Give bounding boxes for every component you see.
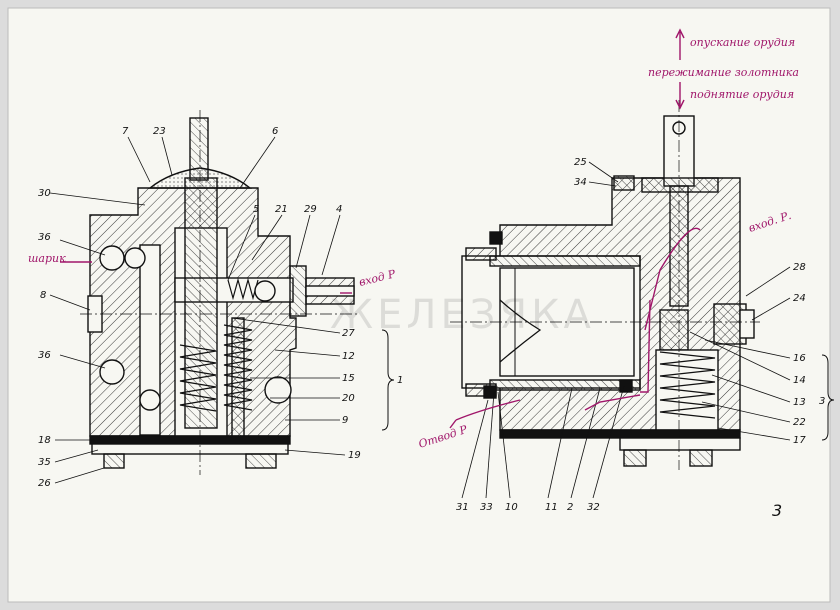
callout: 11 [545, 502, 558, 513]
callout: 17 [793, 435, 806, 446]
callout: 10 [505, 502, 518, 513]
left-section-view [80, 110, 360, 475]
callout: 32 [587, 502, 600, 513]
callout: 22 [793, 417, 806, 428]
callout: 20 [342, 393, 355, 404]
callout: 35 [38, 457, 51, 468]
callout: 13 [793, 397, 806, 408]
callout: 30 [38, 188, 51, 199]
callout: 14 [793, 375, 806, 386]
note-balls: шарик [28, 252, 66, 265]
callout: 16 [793, 353, 806, 364]
callout: 8 [40, 290, 46, 301]
callout: 26 [38, 478, 51, 489]
callout: 5 [253, 204, 259, 215]
watermark: ЖЕЛЕЗЯКА [330, 292, 595, 338]
callout: 29 [304, 204, 317, 215]
callout: 21 [275, 204, 288, 215]
callout: 4 [336, 204, 342, 215]
callout: 19 [348, 450, 361, 461]
callout: 9 [342, 415, 348, 426]
right-section-view [450, 100, 760, 470]
callout: 2 [567, 502, 573, 513]
callout: 15 [342, 373, 355, 384]
left-callouts: 7 23 6 30 5 21 29 4 36 8 36 27 12 15 20 … [38, 126, 403, 489]
callout: 7 [122, 126, 129, 137]
callout: 3 [819, 396, 825, 407]
callout: 28 [793, 262, 806, 273]
note-lifting: поднятие орудия [690, 88, 794, 101]
callout: 23 [153, 126, 166, 137]
callout: 6 [272, 126, 278, 137]
pen-marks [60, 28, 701, 429]
sheet-number: 3 [772, 501, 782, 520]
note-neutral: пережимание золотника [648, 66, 799, 79]
right-callouts: 25 34 28 24 16 14 13 22 17 31 33 10 11 2… [456, 157, 825, 513]
callout: 25 [574, 157, 587, 168]
callout: 31 [456, 502, 469, 513]
note-lowering: опускание орудия [690, 36, 795, 49]
callout: 24 [793, 293, 806, 304]
callout: 36 [38, 350, 51, 361]
callout: 33 [480, 502, 493, 513]
callout: 27 [342, 328, 355, 339]
group-braces [381, 329, 835, 441]
callout: 1 [397, 375, 403, 386]
callout: 12 [342, 351, 355, 362]
leader-lines [49, 136, 791, 499]
callout: 34 [574, 177, 587, 188]
callout: 36 [38, 232, 51, 243]
callout: 18 [38, 435, 51, 446]
